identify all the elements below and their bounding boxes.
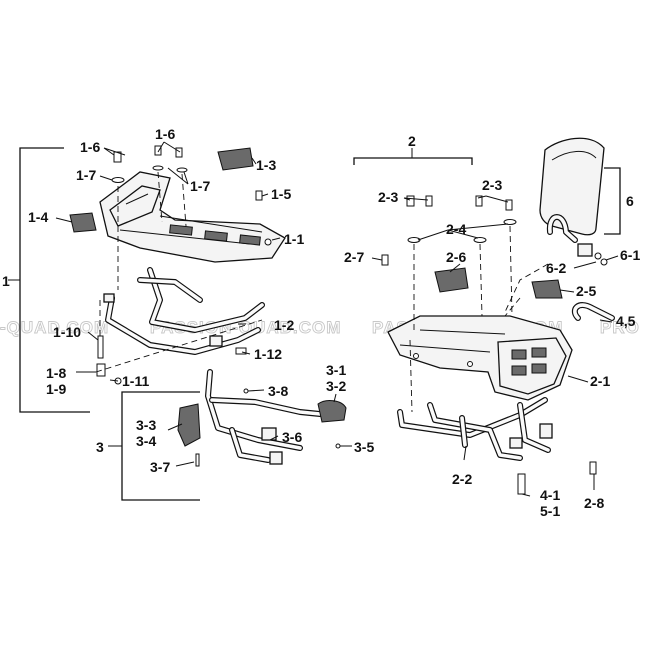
label-1-5: 1-5 <box>271 186 291 202</box>
label-1-4: 1-4 <box>28 209 48 225</box>
label-2: 2 <box>408 133 416 149</box>
passenger-backrest <box>539 137 608 266</box>
rear-fasteners <box>381 195 597 495</box>
label-4-1: 4-1 <box>540 487 560 503</box>
label-5-1: 5-1 <box>540 503 560 519</box>
bumper-end-cap <box>317 400 347 423</box>
label-4-5: 4,5 <box>616 313 636 329</box>
label-1-9: 1-9 <box>46 381 66 397</box>
label-1-11: 1-11 <box>122 373 149 389</box>
label-3-8: 3-8 <box>268 383 288 399</box>
label-1-6a: 1-6 <box>80 139 100 155</box>
label-1-7a: 1-7 <box>76 167 96 183</box>
bracket-group-2 <box>353 157 473 165</box>
front-bumper <box>177 369 347 467</box>
label-3-5: 3-5 <box>354 439 374 455</box>
watermark-edge: PRO <box>600 318 640 337</box>
label-1-1: 1-1 <box>284 231 304 247</box>
bracket-group-6 <box>604 167 621 235</box>
label-1-10: 1-10 <box>53 324 81 340</box>
rear-pad-right <box>531 279 563 299</box>
label-2-5: 2-5 <box>576 283 596 299</box>
rear-grab-handle <box>571 302 615 321</box>
label-2-8: 2-8 <box>584 495 604 511</box>
label-6-2: 6-2 <box>546 260 566 276</box>
label-6: 6 <box>626 193 634 209</box>
rear-rack-bracket <box>539 423 553 439</box>
label-3-3: 3-3 <box>136 417 156 433</box>
label-3-1: 3-1 <box>326 362 346 378</box>
group-brackets <box>8 147 621 501</box>
front-footrest-pads <box>69 147 254 233</box>
front-rack-frame <box>103 267 265 355</box>
bumper-clamp <box>261 427 277 441</box>
label-1-2: 1-2 <box>274 317 294 333</box>
footrest-pad-right <box>217 147 254 171</box>
label-6-1: 6-1 <box>620 247 640 263</box>
label-3-6: 3-6 <box>282 429 302 445</box>
leader-lines <box>55 141 619 497</box>
assembly-lines <box>95 171 549 413</box>
label-1-7b: 1-7 <box>190 178 210 194</box>
label-3: 3 <box>96 439 104 455</box>
label-1-3: 1-3 <box>256 157 276 173</box>
rear-footrest-pads <box>434 267 563 299</box>
label-2-4: 2-4 <box>446 221 466 237</box>
label-2-1: 2-1 <box>590 373 610 389</box>
rear-rack-platform <box>387 315 573 401</box>
rear-pad-left <box>434 267 469 293</box>
label-3-2: 3-2 <box>326 378 346 394</box>
label-1: 1 <box>2 273 10 289</box>
label-2-3b: 2-3 <box>482 177 502 193</box>
rear-rack-mount <box>509 437 523 449</box>
label-2-2: 2-2 <box>452 471 472 487</box>
backrest-cushion <box>539 137 605 236</box>
bumper-guard-plate <box>177 403 201 447</box>
bumper-bracket <box>269 451 283 465</box>
backrest-bracket <box>577 243 593 257</box>
label-3-7: 3-7 <box>150 459 170 475</box>
rear-rack-frame <box>397 397 553 461</box>
watermark-left: -QUAD.COM <box>0 318 109 337</box>
label-1-12: 1-12 <box>254 346 282 362</box>
label-3-4: 3-4 <box>136 433 156 449</box>
part-labels: 1 1-6 1-6 1-7 1-7 1-3 1-5 1-4 1-1 1-2 1-… <box>2 126 640 519</box>
label-2-6: 2-6 <box>446 249 466 265</box>
label-1-6b: 1-6 <box>155 126 175 142</box>
footrest-pad-left <box>69 212 97 233</box>
front-rack-bracket <box>209 335 223 347</box>
front-rack-platform <box>99 171 286 263</box>
label-1-8: 1-8 <box>46 365 66 381</box>
label-2-7: 2-7 <box>344 249 364 265</box>
label-2-3a: 2-3 <box>378 189 398 205</box>
front-rack-mount <box>103 293 115 303</box>
